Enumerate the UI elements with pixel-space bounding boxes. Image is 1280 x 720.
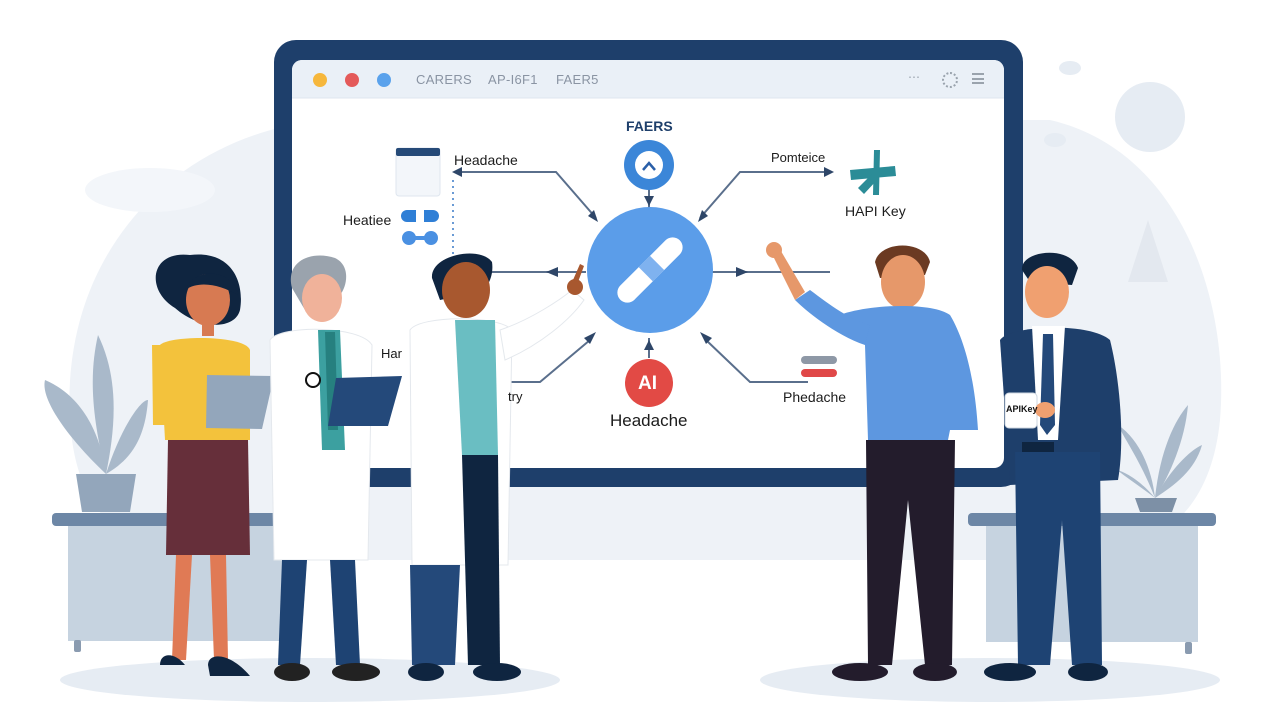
ai-node (625, 359, 673, 407)
capsule-icon (401, 210, 439, 245)
person-woman (152, 254, 274, 676)
tab-carers[interactable]: CARERS (416, 72, 472, 87)
right-label-pomteice: Pomteice (771, 150, 826, 165)
person-older-doctor (269, 255, 402, 681)
settings-icon[interactable] (942, 72, 958, 88)
tab-api[interactable]: AP-I6F1 (488, 72, 538, 87)
top-node-label: FAERS (626, 118, 673, 134)
right-label-phedache: Phedache (783, 389, 847, 405)
left-label-har: Har (381, 346, 402, 361)
tab-faers[interactable]: FAER5 (556, 72, 599, 87)
right-label-hapi-key: HAPI Key (845, 203, 906, 219)
center-node (587, 207, 713, 333)
traffic-light-blue[interactable] (377, 73, 391, 87)
traffic-light-yellow[interactable] (313, 73, 327, 87)
more-icon[interactable]: ⋯ (908, 70, 920, 84)
pill-bars-icon (801, 356, 837, 377)
left-label-try: try (508, 389, 523, 404)
menu-icon[interactable] (972, 73, 984, 84)
person-businessman (984, 252, 1122, 681)
person-young-doctor (408, 253, 585, 681)
traffic-light-red[interactable] (345, 73, 359, 87)
arrowheads (452, 167, 834, 350)
person-pointing-man (766, 242, 978, 681)
ai-badge: AI (638, 373, 657, 394)
bottom-node-label: Headache (610, 411, 688, 430)
left-label-headache: Headache (454, 152, 518, 168)
top-node (624, 140, 674, 190)
molecule-icon (850, 150, 896, 195)
left-label-heatiee: Heatiee (343, 212, 392, 228)
document-icon (395, 147, 441, 197)
mug-label: APIKey (1006, 404, 1038, 414)
